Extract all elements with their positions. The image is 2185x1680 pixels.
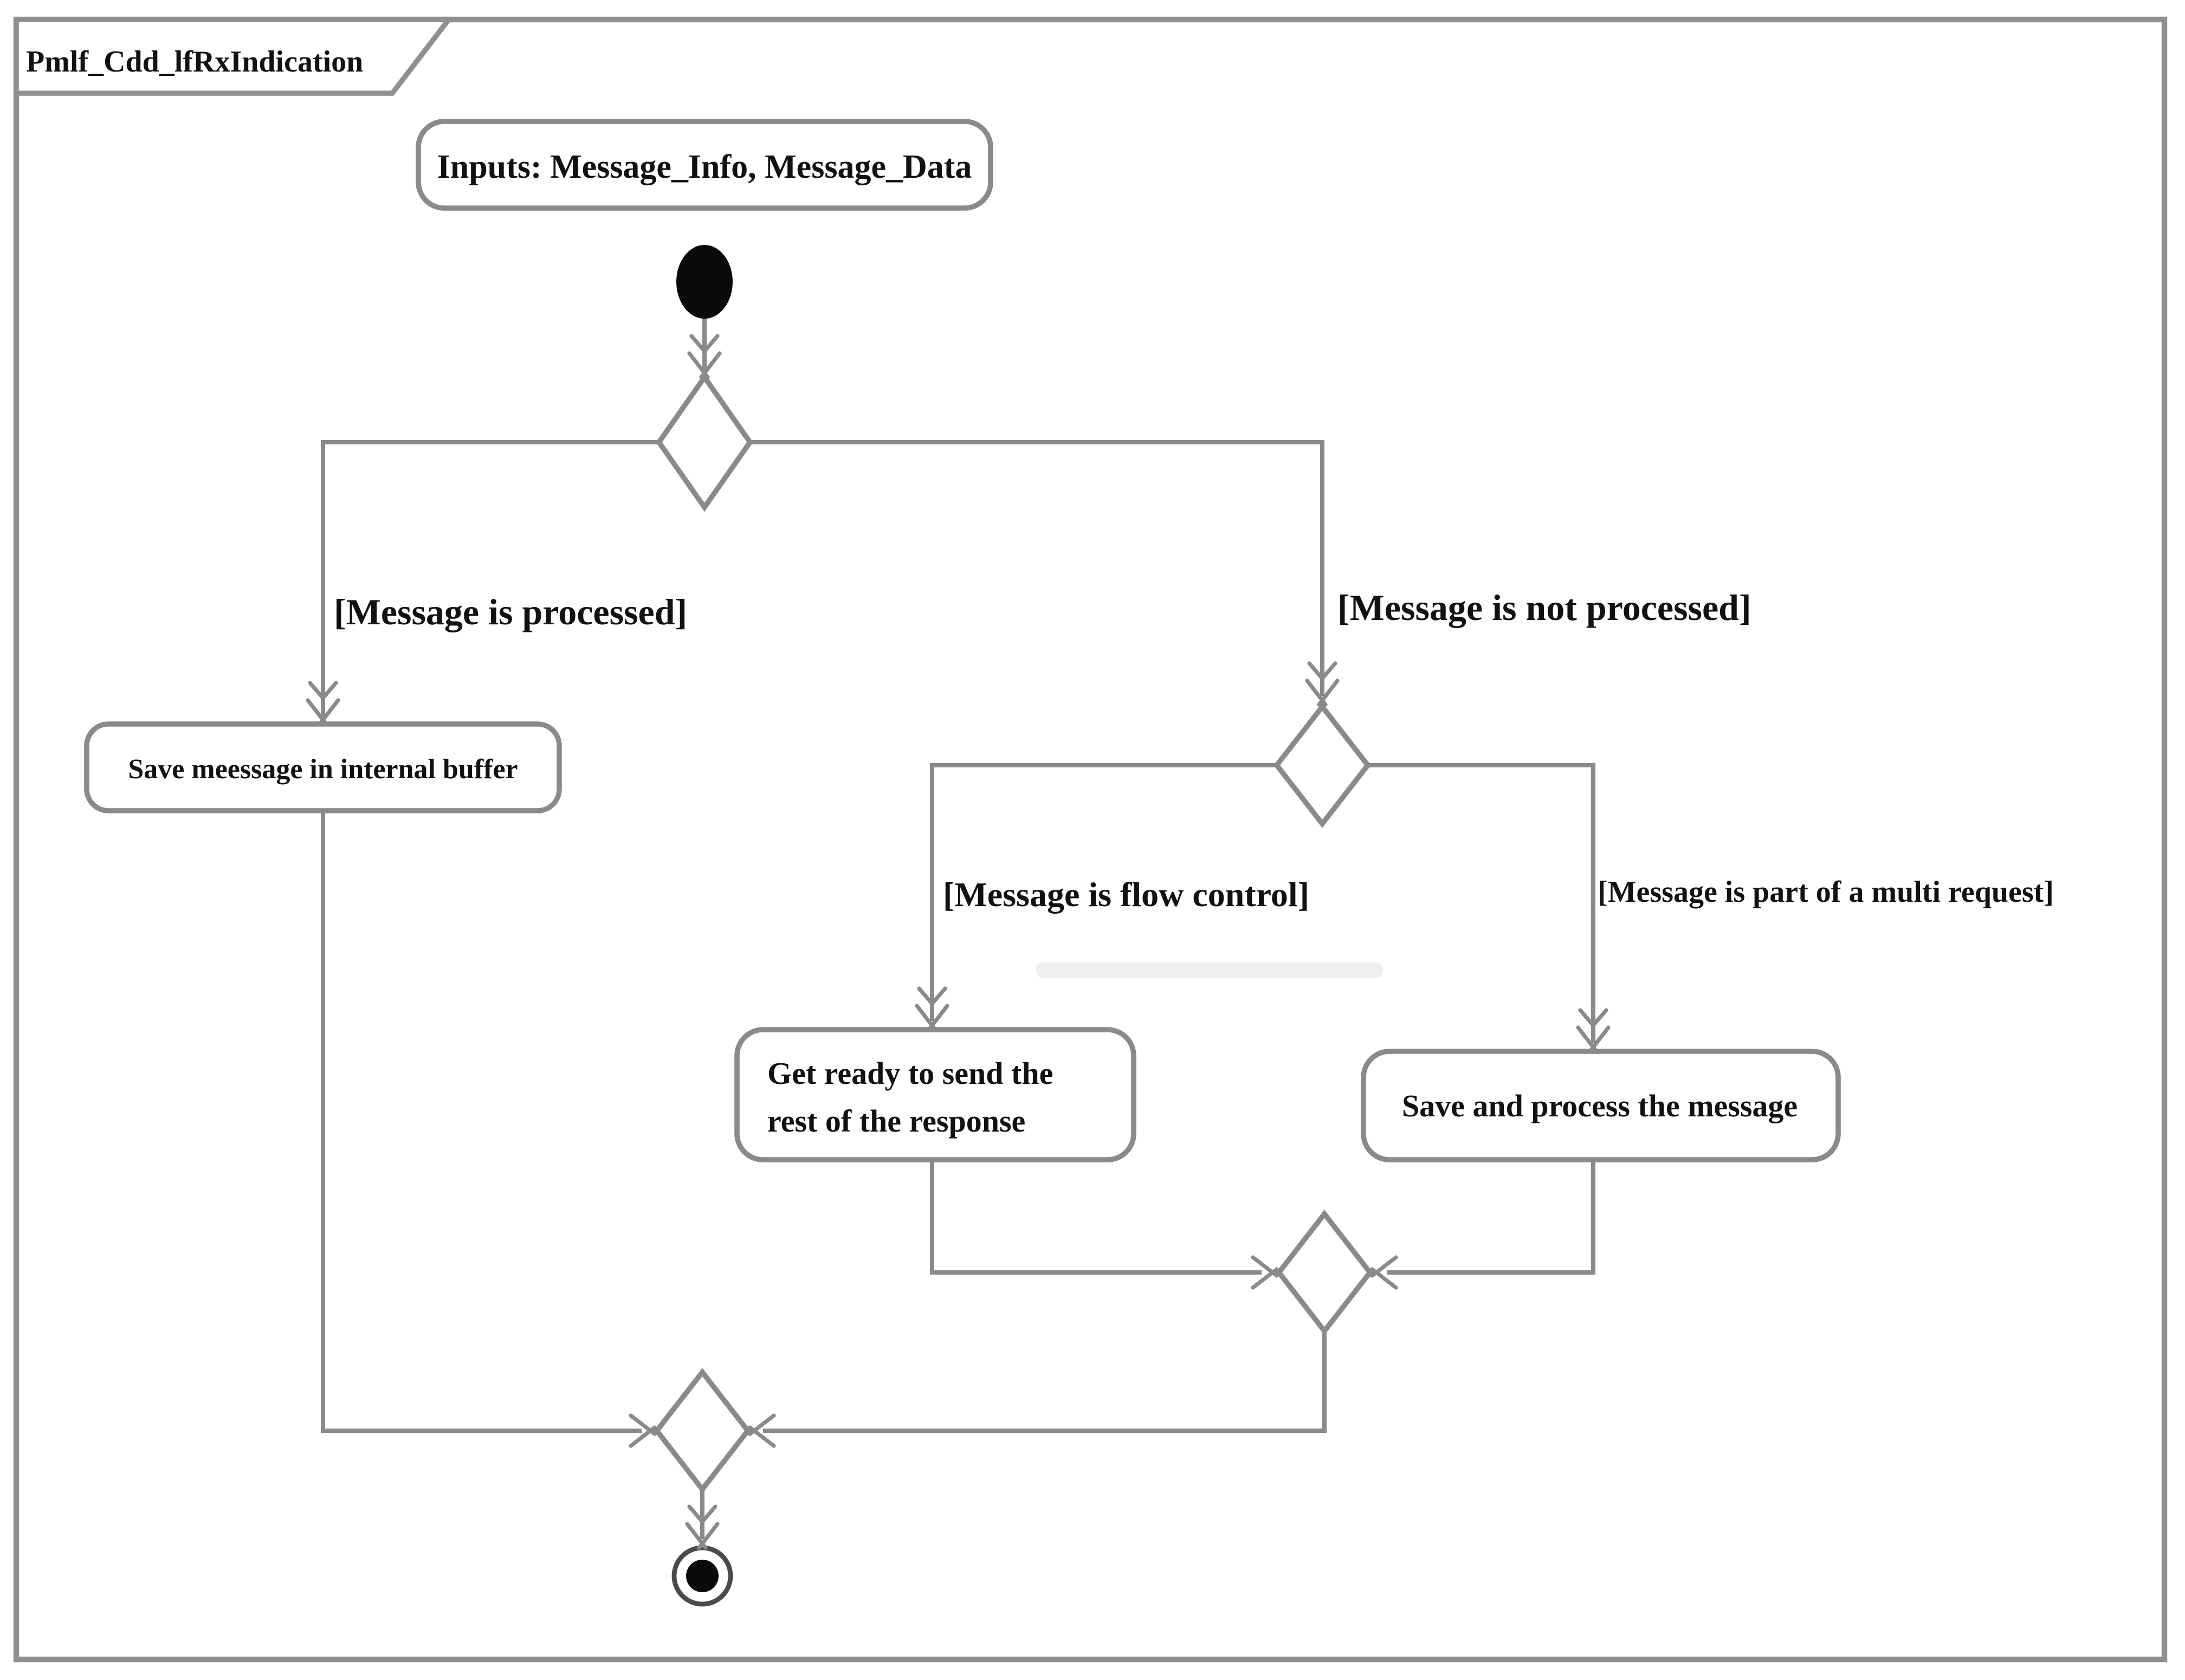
edge-decision2-flow-control <box>930 763 1277 1021</box>
action-get-ready <box>734 1027 1136 1162</box>
decision2-diamond <box>1273 702 1372 828</box>
initial-node <box>676 245 733 319</box>
arrowhead-down <box>685 1504 720 1550</box>
arrowhead-right <box>1251 1255 1279 1290</box>
action-save-buffer-label: Save meessage in internal buffer <box>128 754 518 785</box>
action-save-process <box>1361 1049 1841 1162</box>
edge-decision2-multi-request <box>1368 763 1595 1043</box>
edge-savebuffer-to-merge2 <box>321 811 642 1433</box>
arrowhead-left <box>748 1413 776 1448</box>
final-node-core <box>686 1560 719 1592</box>
edge-saveprocess-to-merge1 <box>1387 1160 1595 1275</box>
frame-title: Pmlf_Cdd_lfRxIndication <box>26 45 363 79</box>
guard-multi-request: [Message is part of a multi request] <box>1598 875 2054 909</box>
action-save-process-label: Save and process the message <box>1402 1088 1798 1123</box>
guard-flow-control: [Message is flow control] <box>943 875 1309 914</box>
merge1-diamond <box>1275 1210 1374 1335</box>
note-inputs-label: Inputs: Message_Info, Message_Data <box>437 148 972 185</box>
arrowhead-down <box>687 334 722 379</box>
edge-decision1-not-processed <box>750 440 1324 696</box>
arrowhead-down <box>1576 1008 1611 1054</box>
edge-getready-to-merge1 <box>930 1160 1262 1275</box>
action-get-ready-line2: rest of the response <box>767 1103 1025 1139</box>
frame-title-tab <box>14 17 454 96</box>
guard-not-processed: [Message is not processed] <box>1337 587 1751 628</box>
arrowhead-down <box>306 681 340 726</box>
edge-merge1-to-merge2 <box>763 1331 1327 1433</box>
edges <box>321 319 1595 1539</box>
arrowhead-left <box>1370 1255 1398 1290</box>
action-save-buffer <box>84 721 562 813</box>
ghost-smudge <box>1036 962 1383 978</box>
diagram-frame <box>13 16 2168 1663</box>
arrowhead-right <box>629 1413 657 1448</box>
arrowheads <box>306 334 1611 1550</box>
arrowhead-down <box>915 986 949 1032</box>
guard-processed: [Message is processed] <box>334 591 687 632</box>
edge-decision1-processed <box>321 440 659 718</box>
decision1-diamond <box>656 372 753 512</box>
merge2-diamond <box>653 1368 752 1494</box>
action-get-ready-line1: Get ready to send the <box>767 1056 1053 1091</box>
note-inputs <box>416 119 993 211</box>
arrowhead-down <box>1305 661 1340 707</box>
